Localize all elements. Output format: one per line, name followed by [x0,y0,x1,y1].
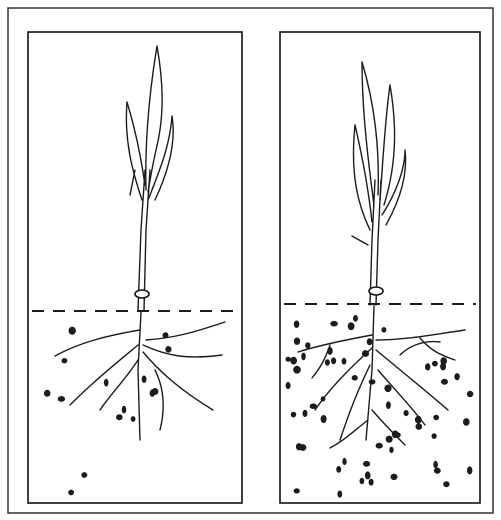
soil-granule [294,338,300,345]
soil-granule [69,327,76,335]
soil-granule [286,382,291,389]
soil-granule [116,414,123,420]
soil-granule [305,342,310,348]
soil-granule [434,468,441,474]
soil-granule [68,490,74,496]
soil-granule [416,423,423,430]
soil-granule [454,373,459,380]
soil-granule [365,471,371,479]
left-seed [135,290,149,298]
soil-granule [321,396,326,401]
soil-granule [331,357,336,364]
soil-granule [303,410,308,417]
soil-granule [294,321,300,328]
left-panel [28,32,242,503]
soil-granule [342,458,346,465]
soil-granule [352,375,358,381]
soil-granule [360,478,365,484]
soil-granule [441,379,448,385]
soil-granule [415,416,422,424]
soil-granule [369,479,374,486]
soil-granule [432,361,438,367]
soil-granule [389,447,393,453]
soil-granule [463,418,470,426]
soil-granule [392,431,399,439]
soil-granule [336,466,341,473]
soil-granule [443,481,449,487]
soil-granule [122,406,127,414]
soil-granule [286,357,291,362]
soil-granule [163,332,169,338]
soil-granule [142,376,147,383]
soil-granule [290,357,297,365]
soil-granule [363,461,370,467]
soil-granule [348,322,355,330]
soil-granule [432,433,437,439]
soil-granule [440,362,446,370]
soil-granule [327,347,332,355]
soil-granule [467,466,472,474]
soil-granule [321,415,327,423]
soil-granule [404,410,409,416]
soil-granule [342,358,347,365]
right-seed [369,287,383,295]
soil-granule [291,412,296,418]
right-panel-border [280,32,480,503]
soil-granule [381,327,386,333]
soil-granule [296,443,302,450]
soil-granule [330,321,338,327]
soil-granule [44,390,51,397]
soil-granule [152,388,159,395]
soil-granule [301,353,306,361]
soil-granule [325,359,330,365]
soil-granule [62,358,68,363]
soil-granule [293,366,301,374]
soil-granule [131,416,136,422]
soil-granule [294,488,300,493]
soil-granule [310,403,317,409]
right-panel [280,32,480,503]
soil-granule [376,443,383,449]
soil-granule [337,491,342,498]
soil-granule [165,346,171,353]
soil-granule [433,461,438,469]
soil-granule [58,396,65,402]
soil-granule [104,379,109,387]
soil-granule [369,379,376,384]
soil-granule [433,415,439,420]
left-panel-border [28,32,242,503]
soil-granule [353,315,358,322]
soil-granule [467,391,473,397]
soil-granule [386,401,391,409]
soil-granule [425,363,430,370]
soil-granule [362,350,369,357]
soil-granule [81,472,87,478]
soil-granule [386,436,393,443]
soil-granule [391,474,398,480]
soil-granule [384,385,391,393]
soil-granule [367,338,373,345]
